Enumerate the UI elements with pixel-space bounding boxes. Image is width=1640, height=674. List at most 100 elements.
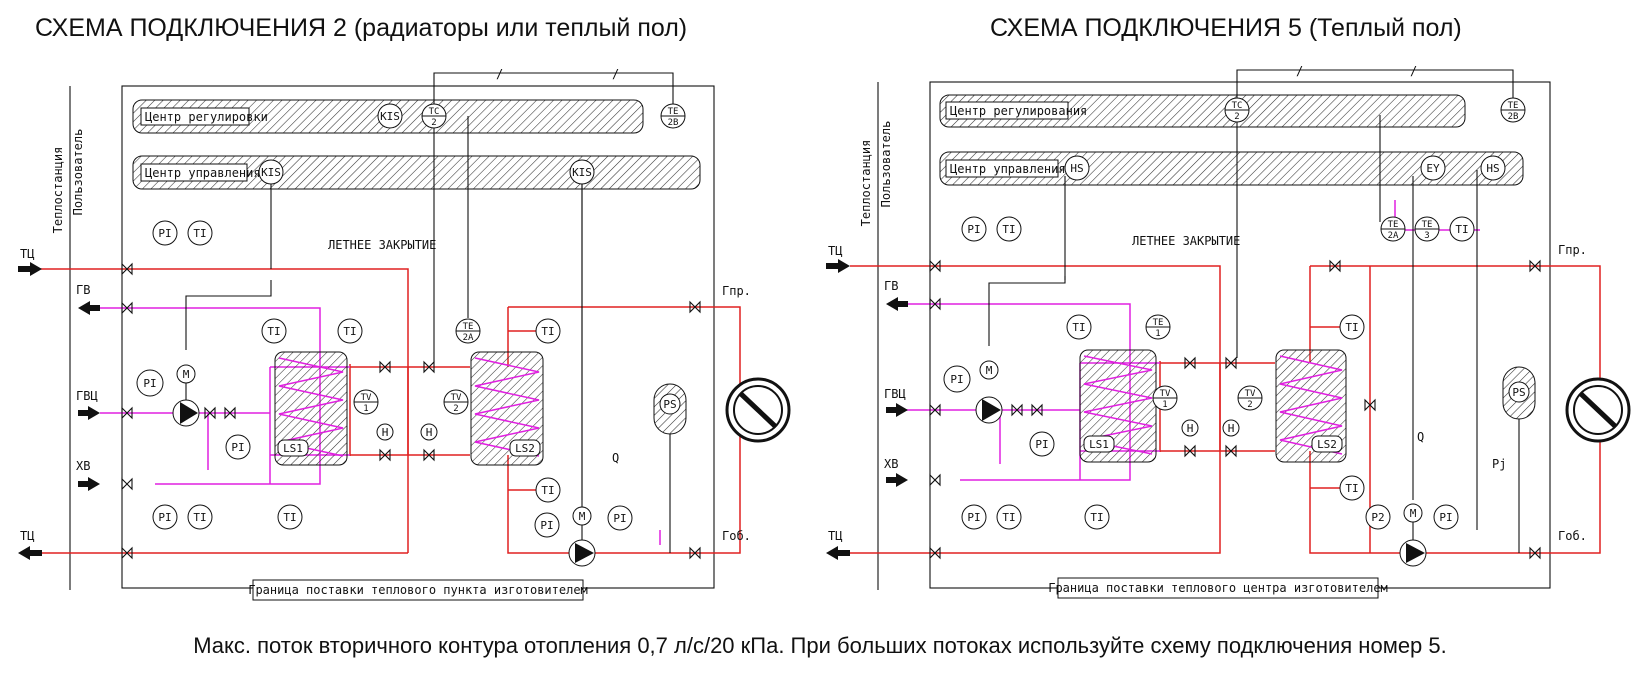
svg-text:P2: P2	[1371, 511, 1384, 524]
valves-left	[121, 262, 701, 560]
svg-text:PI: PI	[1439, 511, 1452, 524]
pipe-secondary-right	[1309, 265, 1601, 554]
instrument-ti-3-right: TI	[1066, 314, 1092, 340]
svg-text:EY: EY	[1426, 162, 1440, 175]
svg-text:/: /	[612, 67, 619, 81]
instrument-tc2-right: TC2	[1224, 97, 1250, 123]
svg-text:PI: PI	[1035, 438, 1048, 451]
svg-text:TI: TI	[193, 227, 206, 240]
svg-text:Гпр.: Гпр.	[1558, 243, 1587, 257]
label-teplostancia-right: Теплостанция	[859, 140, 873, 227]
title-scheme-2: СХЕМА ПОДКЛЮЧЕНИЯ 2 (радиаторы или теплы…	[35, 14, 688, 42]
svg-text:TC: TC	[429, 107, 440, 117]
svg-text:TE: TE	[1422, 220, 1433, 230]
svg-text:HS: HS	[1486, 162, 1499, 175]
svg-text:1: 1	[1162, 400, 1167, 410]
pipe-secondary-loop	[507, 306, 741, 554]
instrument-kis-2: KIS	[258, 159, 284, 185]
instrument-ti-5: TI	[277, 504, 303, 530]
instrument-ti-4: TI	[535, 318, 561, 344]
instrument-hs-2: HS	[1480, 155, 1506, 181]
svg-text:ГВ: ГВ	[76, 283, 90, 297]
svg-text:2A: 2A	[463, 333, 474, 343]
instrument-ti-6: TI	[187, 504, 213, 530]
instrument-pi-3: PI	[225, 434, 251, 460]
heat-exchanger-ls1	[274, 351, 348, 466]
svg-text:LS1: LS1	[283, 442, 303, 455]
svg-text:Q: Q	[612, 451, 619, 465]
instrument-ti-7: TI	[535, 477, 561, 503]
instrument-kis-3: KIS	[569, 159, 595, 185]
svg-text:TI: TI	[283, 511, 296, 524]
label-boundary: Граница поставки теплового пункта изгото…	[248, 583, 588, 597]
control-center-reg-bar-right	[939, 94, 1466, 128]
instrument-tv2-right: TV2	[1237, 385, 1263, 411]
svg-text:TI: TI	[193, 511, 206, 524]
svg-text:PI: PI	[967, 223, 980, 236]
svg-text:TI: TI	[1345, 482, 1358, 495]
instrument-tc2: TC2	[421, 103, 447, 129]
svg-text:2: 2	[1234, 112, 1239, 122]
svg-text:M: M	[579, 510, 586, 523]
svg-text:Q: Q	[1417, 430, 1424, 444]
instrument-pi-4: PI	[152, 504, 178, 530]
svg-text:TV: TV	[361, 393, 372, 403]
svg-text:2A: 2A	[1388, 231, 1399, 241]
svg-text:TI: TI	[1345, 321, 1358, 334]
footer-note: Макс. поток вторичного контура отопления…	[193, 633, 1447, 658]
svg-text:M: M	[183, 368, 190, 381]
svg-text:Pj: Pj	[1492, 457, 1506, 471]
svg-text:2B: 2B	[1508, 112, 1519, 122]
svg-text:PI: PI	[158, 511, 171, 524]
svg-text:TE: TE	[668, 107, 679, 117]
svg-text:1: 1	[363, 404, 368, 414]
label-center-upr-right: Центр управления	[950, 162, 1066, 176]
svg-text:TI: TI	[541, 325, 554, 338]
svg-text:KIS: KIS	[380, 110, 400, 123]
instrument-p2: P2	[1365, 504, 1391, 530]
svg-text:ХВ: ХВ	[884, 457, 898, 471]
svg-text:ТЦ: ТЦ	[20, 247, 34, 261]
svg-text:PI: PI	[158, 227, 171, 240]
svg-text:Гоб.: Гоб.	[1558, 529, 1587, 543]
svg-text:1: 1	[1155, 329, 1160, 339]
svg-text:LS2: LS2	[515, 442, 535, 455]
instrument-ti-1: TI	[187, 220, 213, 246]
instrument-tv2: TV2	[443, 389, 469, 415]
instrument-te1: TE1	[1145, 314, 1171, 340]
svg-text:PI: PI	[613, 512, 626, 525]
svg-text:PI: PI	[231, 441, 244, 454]
instrument-h-2-right: H	[1222, 419, 1240, 437]
instrument-m-1-right: M	[979, 360, 999, 380]
svg-text:PI: PI	[143, 377, 156, 390]
svg-text:LS2: LS2	[1317, 438, 1337, 451]
heat-exchanger-ls2	[470, 351, 544, 466]
instrument-ti-6-right: TI	[1084, 504, 1110, 530]
instrument-h-1: H	[376, 423, 394, 441]
instrument-kis-1: KIS	[377, 103, 403, 129]
pipe-tc-supply	[22, 268, 409, 553]
svg-text:TE: TE	[463, 322, 474, 332]
svg-text:TE: TE	[1388, 220, 1399, 230]
svg-text:PI: PI	[967, 511, 980, 524]
svg-text:KIS: KIS	[572, 166, 592, 179]
svg-text:H: H	[1228, 422, 1235, 435]
instrument-h-2: H	[420, 423, 438, 441]
instrument-ti-2-right: TI	[1449, 216, 1475, 242]
diagram-right: Теплостанция Пользователь Центр регулиро…	[826, 64, 1631, 599]
instrument-ti-7-right: TI	[996, 504, 1022, 530]
instrument-h-1-right: H	[1181, 419, 1199, 437]
svg-text:2: 2	[1247, 400, 1252, 410]
instrument-tv1-right: TV1	[1152, 385, 1178, 411]
instrument-pi-2: PI	[136, 369, 164, 397]
instrument-pi-2-right: PI	[943, 365, 971, 393]
svg-text:TV: TV	[1245, 389, 1256, 399]
instrument-pi-1-right: PI	[961, 216, 987, 242]
instrument-pi-5: PI	[534, 512, 560, 538]
valves-right	[929, 259, 1541, 560]
instrument-te3: TE3	[1414, 216, 1440, 242]
